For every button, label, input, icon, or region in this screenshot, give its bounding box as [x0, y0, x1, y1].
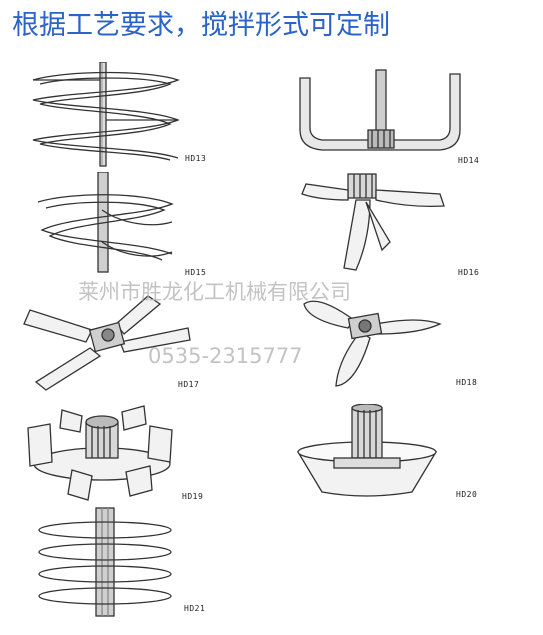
disc-turbine-agitator-icon	[27, 405, 173, 501]
agitator-item-hd20: HD20	[294, 404, 510, 500]
conical-bowl-agitator-icon	[296, 404, 438, 497]
agitator-item-hd14: HD14	[290, 68, 510, 174]
agitator-item-hd18: HD18	[298, 290, 510, 394]
item-code: HD16	[458, 268, 480, 277]
agitator-item-hd19: HD19	[22, 402, 232, 506]
item-code: HD17	[178, 380, 200, 389]
item-code: HD18	[456, 378, 478, 387]
agitator-item-hd16: HD16	[300, 172, 510, 280]
three-blade-propeller-icon	[301, 173, 445, 271]
item-code: HD14	[458, 156, 480, 165]
item-code: HD19	[182, 492, 204, 501]
item-code: HD13	[185, 154, 207, 163]
agitator-item-hd15: HD15	[32, 172, 222, 280]
double-helical-agitator-icon	[37, 172, 174, 273]
watermark-phone: 0535-2315777	[148, 344, 303, 368]
pitched-four-blade-agitator-icon	[23, 295, 191, 391]
item-code: HD21	[184, 604, 206, 613]
helical-ribbon-agitator-icon	[32, 62, 180, 167]
three-blade-marine-propeller-icon	[303, 300, 442, 387]
agitator-item-hd17: HD17	[20, 290, 230, 400]
page-title: 根据工艺要求，搅拌形式可定制	[12, 10, 390, 41]
item-code: HD20	[456, 490, 478, 499]
helical-coil-agitator-icon	[38, 507, 172, 617]
agitator-item-hd13: HD13	[28, 62, 218, 172]
item-code: HD15	[185, 268, 207, 277]
watermark-company: 莱州市胜龙化工机械有限公司	[78, 280, 351, 304]
agitator-item-hd21: HD21	[30, 504, 220, 620]
anchor-agitator-icon	[299, 69, 461, 151]
